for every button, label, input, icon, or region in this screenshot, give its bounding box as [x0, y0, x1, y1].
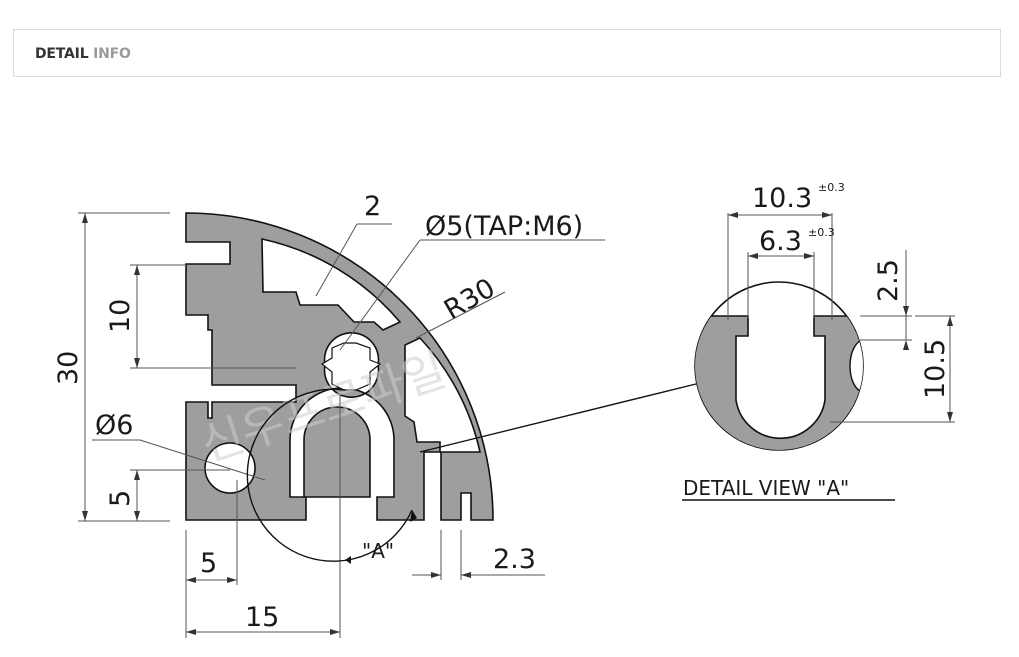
header-title-light: INFO [93, 46, 131, 62]
profile-body [185, 212, 494, 521]
detail-dim-10-5: 10.5 [920, 339, 951, 399]
header-title: DETAIL INFO [35, 46, 131, 62]
dim-hole-d6: Ø6 [95, 410, 133, 441]
detail-view-a [694, 281, 864, 451]
dim-15: 15 [245, 602, 279, 633]
dim-radius: R30 [439, 273, 501, 326]
dim-5-horizontal: 5 [200, 548, 217, 579]
detail-view-title: DETAIL VIEW "A" [683, 476, 849, 500]
dim-10: 10 [105, 299, 136, 333]
detail-info-header: DETAIL INFO [13, 29, 1001, 77]
detail-dim-6-3: 6.3 [759, 226, 802, 257]
detail-profile [695, 315, 863, 450]
profile-cross-section [185, 212, 494, 521]
detail-dimension-lines [682, 212, 955, 501]
detail-dim-10-3: 10.3 [752, 183, 812, 214]
detail-tol-6-3: ±0.3 [808, 226, 835, 239]
dim-hole-label: Ø5(TAP:M6) [425, 211, 583, 242]
detail-dim-2-5: 2.5 [873, 259, 904, 302]
dim-30: 30 [53, 351, 84, 385]
dimension-lines [78, 212, 701, 638]
detail-tol-10-3: ±0.3 [818, 181, 845, 194]
callout-a: "A" [362, 539, 394, 563]
dim-2-3: 2.3 [493, 544, 536, 575]
dim-2: 2 [364, 191, 381, 222]
tap-hole-cross [320, 342, 382, 391]
header-title-strong: DETAIL [35, 46, 89, 62]
dim-5-vertical: 5 [105, 490, 136, 507]
